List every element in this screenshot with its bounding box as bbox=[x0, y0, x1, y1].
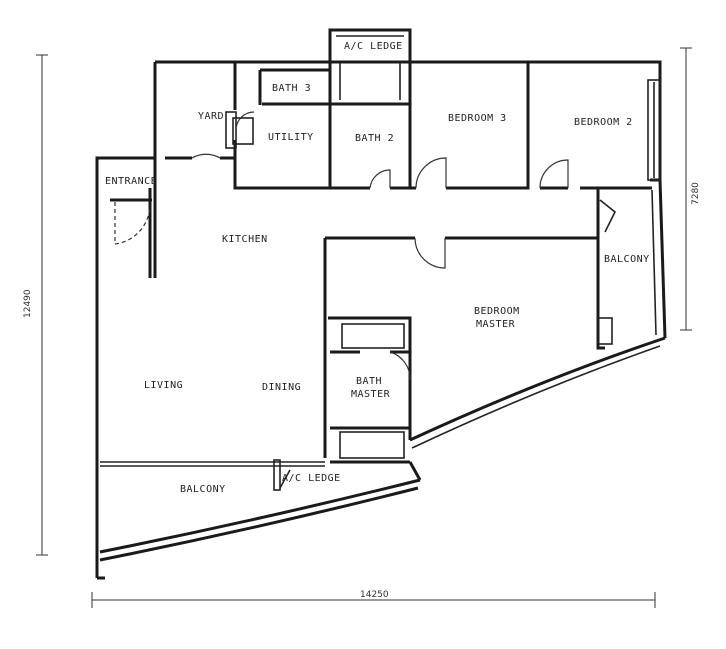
ac-ledge-bottom-label: A/C LEDGE bbox=[282, 473, 341, 484]
interior-walls bbox=[148, 62, 661, 278]
entrance-label: ENTRANCE bbox=[105, 176, 157, 187]
dining-label: DINING bbox=[262, 382, 301, 393]
right-height-label: 7280 bbox=[691, 182, 701, 205]
overall-width-label: 14250 bbox=[360, 590, 389, 600]
yard-label: YARD bbox=[198, 111, 224, 122]
bath3-label: BATH 3 bbox=[272, 83, 311, 94]
overall-height-label: 12490 bbox=[23, 289, 33, 318]
bedroom-master-label-1: BEDROOM bbox=[474, 306, 520, 317]
bath2-label: BATH 2 bbox=[355, 133, 394, 144]
bedroom2-label: BEDROOM 2 bbox=[574, 117, 633, 128]
bedroom3-label: BEDROOM 3 bbox=[448, 113, 507, 124]
dimension-lines bbox=[36, 47, 692, 608]
kitchen-label: KITCHEN bbox=[222, 234, 268, 245]
ac-ledge-top-walls bbox=[328, 28, 412, 100]
ac-ledge-top-label: A/C LEDGE bbox=[344, 41, 403, 52]
bedroom-master-label-2: MASTER bbox=[476, 319, 516, 330]
door-swings bbox=[110, 111, 569, 381]
balcony-divider bbox=[100, 459, 325, 491]
master-bedroom-walls bbox=[323, 188, 617, 464]
bath-master-label-2: MASTER bbox=[351, 389, 391, 400]
balcony-bottom-label: BALCONY bbox=[180, 484, 226, 495]
bath-master-label-1: BATH bbox=[356, 376, 382, 387]
balcony-right-label: BALCONY bbox=[604, 254, 650, 265]
living-label: LIVING bbox=[144, 380, 183, 391]
utility-label: UTILITY bbox=[268, 132, 314, 143]
